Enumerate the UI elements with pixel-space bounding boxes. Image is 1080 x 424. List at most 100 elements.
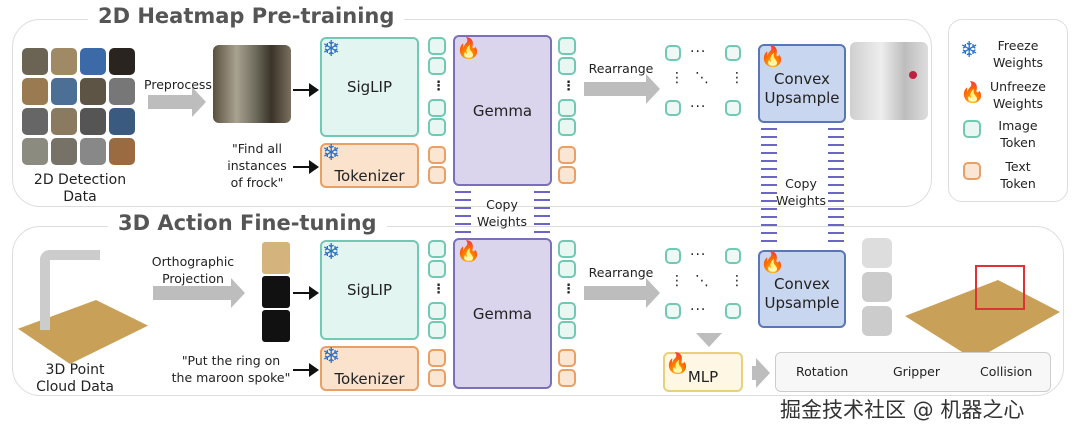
image-token	[428, 321, 446, 339]
image-token	[428, 99, 446, 117]
ellipsis-vertical: ⋮	[670, 70, 685, 86]
mlp-output-arrow	[752, 358, 770, 388]
projection-view-3	[262, 310, 290, 342]
detection-thumbnail	[80, 48, 106, 75]
legend-image-token-swatch	[963, 120, 981, 138]
ellipsis-horizontal: ···	[690, 44, 707, 60]
projection-view-1	[262, 242, 290, 274]
text-token	[558, 146, 576, 164]
copy-weights-label-gemma: Copy Weights	[476, 197, 528, 229]
copy-weights-chevrons-gemma-right	[534, 188, 550, 236]
gemma-box-bottom: Gemma	[453, 238, 552, 389]
prompt-to-tokenizer-arrow	[293, 160, 319, 174]
projection-label: Orthographic Projection	[151, 254, 235, 286]
detection-data-label: 2D Detection Data	[33, 172, 127, 205]
copy-weights-chevrons-gemma-left	[455, 188, 471, 236]
snowflake-icon: ❄	[322, 344, 341, 369]
output-rotation: Rotation	[796, 364, 849, 379]
fire-icon: 🔥	[456, 36, 481, 60]
image-token	[725, 45, 741, 61]
copy-weights-chevrons-convex-left	[761, 125, 777, 248]
text-token	[558, 349, 576, 367]
tokenizer-box-top: Tokenizer	[320, 143, 419, 188]
image-token	[558, 99, 576, 117]
detection-thumbnail	[22, 108, 48, 135]
copy-weights-label-convex: Copy Weights	[775, 176, 827, 208]
robot-arm	[40, 250, 100, 330]
image-token	[665, 100, 681, 116]
image-token	[665, 45, 681, 61]
ellipsis-vertical: ⋮	[730, 273, 745, 289]
image-token	[725, 248, 741, 264]
detection-thumbnail	[109, 78, 135, 105]
detection-thumbnail	[51, 48, 77, 75]
image-token	[725, 100, 741, 116]
gemma-box-top: Gemma	[453, 35, 552, 186]
fire-icon: 🔥	[760, 250, 785, 274]
finetuning-title: 3D Action Fine-tuning	[108, 211, 387, 235]
detection-thumbnail	[80, 78, 106, 105]
detection-thumbnail	[22, 138, 48, 165]
image-token	[665, 303, 681, 319]
rearrange-label-bottom: Rearrange	[588, 265, 654, 280]
detection-thumbnail	[109, 108, 135, 135]
ellipsis-horizontal: ···	[690, 302, 707, 318]
text-token	[558, 166, 576, 184]
rearrange-label-top: Rearrange	[588, 61, 654, 76]
heatmap-point	[909, 71, 917, 79]
image-to-siglip-arrow	[293, 83, 319, 97]
ellipsis-diagonal: ⋱	[695, 70, 710, 86]
target-bounding-box	[975, 265, 1025, 310]
detection-thumbnail	[22, 48, 48, 75]
detection-image-grid	[22, 48, 137, 166]
legend-image-token: Image Token	[998, 118, 1038, 150]
fire-icon: 🔥	[960, 80, 985, 104]
mlp-box: MLP	[663, 352, 743, 392]
tokenizer-box-bottom: Tokenizer	[320, 346, 419, 391]
rearrange-arrow-top	[584, 74, 660, 104]
detection-thumbnail	[51, 138, 77, 165]
ellipsis-vertical: ⋮	[432, 79, 446, 94]
convex-upsample-box-bottom: Convex Upsample	[758, 250, 846, 328]
image-token	[428, 260, 446, 278]
finetuning-prompt: "Put the ring on the maroon spoke"	[171, 353, 291, 385]
legend-freeze: Freeze Weights	[992, 38, 1044, 70]
output-gripper: Gripper	[893, 364, 940, 379]
views-to-siglip-arrow	[293, 286, 319, 300]
snowflake-icon: ❄	[322, 37, 341, 62]
projection-view-2	[262, 276, 290, 308]
heatmap-view-1	[862, 238, 892, 268]
legend-panel	[948, 19, 1068, 202]
pretraining-title: 2D Heatmap Pre-training	[88, 4, 405, 28]
image-token	[558, 302, 576, 320]
action-output-box	[775, 352, 1051, 392]
fire-icon: 🔥	[665, 351, 690, 375]
detection-thumbnail	[80, 138, 106, 165]
image-token	[428, 57, 446, 75]
heatmap-output-image	[850, 42, 928, 120]
ellipsis-horizontal: ···	[690, 99, 707, 115]
snowflake-icon: ❄	[322, 240, 341, 265]
heatmap-view-2	[862, 272, 892, 302]
ellipsis-diagonal: ⋱	[695, 273, 710, 289]
down-arrow	[696, 333, 722, 347]
snowflake-icon: ❄	[960, 38, 979, 63]
image-token	[428, 37, 446, 55]
siglip-box-bottom: SigLIP	[320, 240, 419, 340]
image-token	[428, 118, 446, 136]
snowflake-icon: ❄	[322, 141, 341, 166]
ellipsis-horizontal: ···	[690, 247, 707, 263]
legend-text-token: Text Token	[1000, 159, 1036, 191]
detection-thumbnail	[22, 78, 48, 105]
legend-unfreeze: Unfreeze Weights	[990, 79, 1046, 111]
subway-image	[213, 45, 291, 123]
ellipsis-vertical: ⋮	[670, 273, 685, 289]
image-token	[558, 118, 576, 136]
image-token	[558, 321, 576, 339]
ellipsis-vertical: ⋮	[562, 79, 576, 94]
text-token	[428, 369, 446, 387]
prompt-to-tokenizer-arrow	[293, 363, 319, 377]
fire-icon: 🔥	[456, 239, 481, 263]
pretraining-panel	[12, 19, 932, 207]
text-token	[428, 166, 446, 184]
